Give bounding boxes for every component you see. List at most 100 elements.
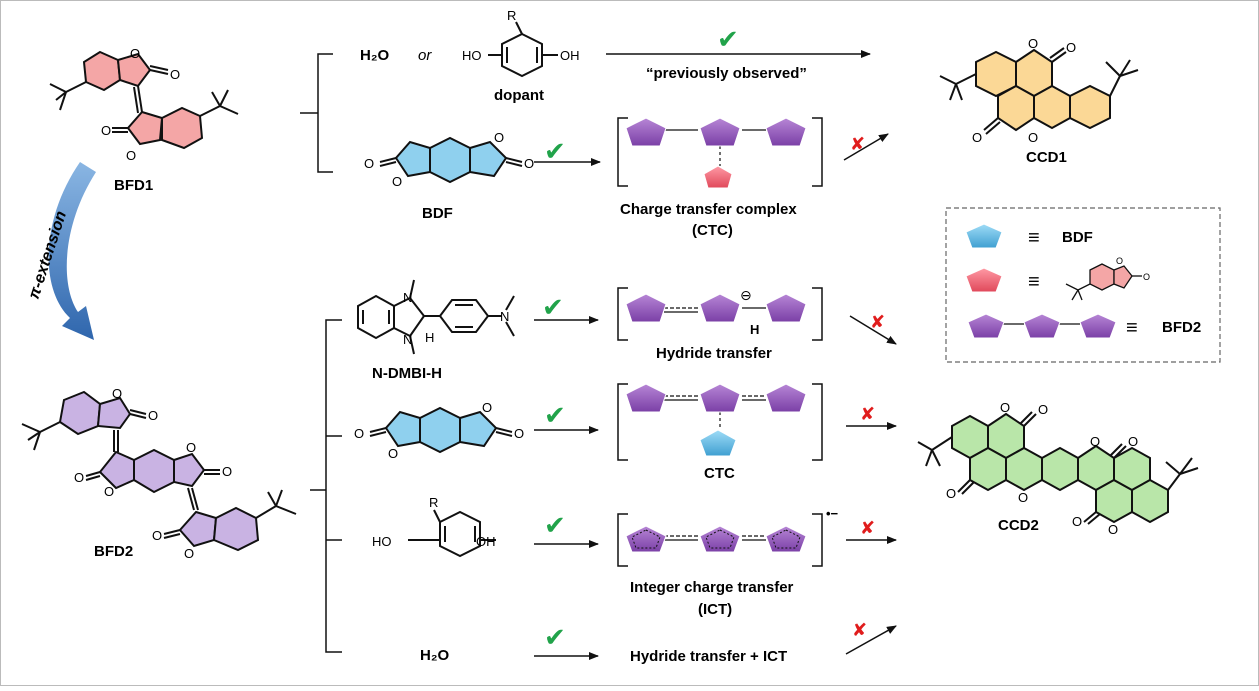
ccd2-o-atom: O [946,486,956,501]
hydroquinone-oh: OH [476,534,496,549]
check-mark: ✔ [544,136,566,166]
hydride-transfer-label: Hydride transfer [656,345,772,362]
or-label: or [418,47,432,64]
dopant-label: dopant [494,87,544,104]
h2o-bottom-label: H₂O [420,647,449,664]
check-mark: ✔ [544,400,566,430]
ccd2-label: CCD2 [998,517,1039,534]
ndmbi-molecule [357,279,515,355]
ccd2-molecule [917,411,1199,525]
ccd1-o-atom: O [1028,130,1038,145]
pi-extension-arrow [48,162,96,340]
hydroquinone-bottom [408,509,496,558]
ndmbi-n-atom: N [500,309,509,324]
legend-fragment-structure [1065,263,1142,301]
ndmbi-h-atom: H [425,330,434,345]
ccd2-o-atom: O [1000,400,1010,415]
ict-label-line2: (ICT) [698,601,732,618]
ndmbi-n-atom: N [403,332,412,347]
dopant-r-group: R [507,8,516,23]
dopant-ho: HO [462,48,482,63]
top-bracket [300,53,333,173]
legend-fragment-o: O [1143,272,1150,282]
bdf-o-atom: O [524,156,534,171]
bdf-o-atom: O [494,130,504,145]
arrow-hydride-ict-blocked [845,625,897,655]
legend-fragment-pentagon [965,267,1003,293]
bfd2-o-atom: O [148,408,158,423]
bdf-o-atom: O [392,174,402,189]
bfd1-label: BFD1 [114,177,153,194]
legend-equiv: ≡ [1028,227,1040,249]
bottom-bracket [310,319,342,653]
bdf-o-atom: O [514,426,524,441]
ccd2-o-atom: O [1108,522,1118,537]
bfd2-o-atom: O [186,440,196,455]
ctc-short-label: CTC [704,465,735,482]
ctc-label-line1: Charge transfer complex [620,201,797,218]
ctc-complex-top [617,117,823,189]
legend-equiv: ≡ [1126,317,1138,339]
previously-observed-label: “previously observed” [646,65,807,82]
ict-complex [617,513,823,567]
bfd1-molecule [49,50,239,150]
check-mark: ✔ [717,24,739,54]
ctc-complex-bottom [617,383,823,461]
ccd1-label: CCD1 [1026,149,1067,166]
check-mark: ✔ [544,510,566,540]
ccd1-o-atom: O [1028,36,1038,51]
cross-mark: ✘ [870,312,885,332]
h2o-top-label: H₂O [360,47,389,64]
ndmbi-label: N-DMBI-H [372,365,442,382]
hydroquinone-dopant [488,21,558,78]
bdf-o-atom: O [388,446,398,461]
check-mark: ✔ [544,622,566,652]
hydroquinone-ho: HO [372,534,392,549]
legend-bfd2-pentagons [967,313,1117,339]
legend-bdf-pentagon [965,223,1003,249]
ccd1-o-atom: O [972,130,982,145]
legend-equiv: ≡ [1028,271,1040,293]
cross-mark: ✘ [850,134,865,154]
bdf-molecule-top [379,136,523,184]
cross-mark: ✘ [852,620,867,640]
ndmbi-n-atom: N [403,290,412,305]
cross-mark: ✘ [860,404,875,424]
ccd2-o-atom: O [1090,434,1100,449]
ccd1-molecule [939,47,1139,135]
bdf-o-atom: O [482,400,492,415]
bfd2-o-atom: O [112,386,122,401]
bfd2-o-atom: O [74,470,84,485]
bfd2-label: BFD2 [94,543,133,560]
bdf-o-atom: O [364,156,374,171]
ccd2-o-atom: O [1128,434,1138,449]
ccd2-o-atom: O [1018,490,1028,505]
bfd2-molecule [21,390,297,552]
bfd1-o-atom: O [126,148,136,163]
hydride-ict-label: Hydride transfer + ICT [630,648,787,665]
bfd1-o-atom: O [130,46,140,61]
bdf-label: BDF [422,205,453,222]
legend-bdf-label: BDF [1062,229,1093,246]
ccd2-o-atom: O [1038,402,1048,417]
hydride-anion-sign: ⊖ [740,287,752,303]
ict-label-line1: Integer charge transfer [630,579,794,596]
arrow-hydride-blocked [849,315,897,345]
radical-anion-label: •− [826,506,839,521]
bfd2-o-atom: O [104,484,114,499]
bdf-o-atom: O [354,426,364,441]
legend-bfd2-label: BFD2 [1162,319,1201,336]
legend-fragment-o: O [1116,256,1123,266]
bfd2-o-atom: O [152,528,162,543]
ccd2-o-atom: O [1072,514,1082,529]
cross-mark: ✘ [860,518,875,538]
hydride-transfer-complex [617,287,823,341]
bfd1-o-atom: O [101,123,111,138]
bfd2-o-atom: O [184,546,194,561]
bfd1-o-atom: O [170,67,180,82]
bdf-molecule-bottom [369,406,513,454]
bfd2-o-atom: O [222,464,232,479]
hydroquinone-r-group: R [429,495,438,510]
